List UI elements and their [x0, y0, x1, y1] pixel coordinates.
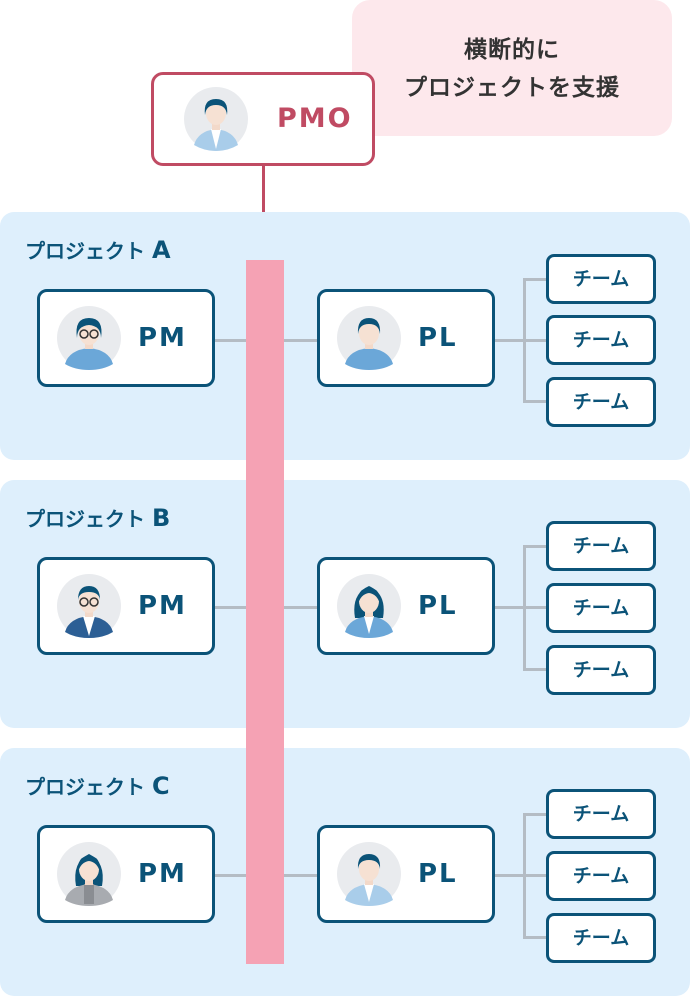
- connector-pl-teams: [494, 606, 526, 609]
- pm-label: PM: [138, 323, 187, 353]
- pm-label: PM: [138, 591, 187, 621]
- callout-line-1: 横断的に: [464, 37, 560, 63]
- pm-box: PM: [37, 557, 215, 655]
- pl-box: PL: [317, 289, 495, 387]
- connector-pl-teams: [494, 874, 526, 877]
- pl-label: PL: [418, 591, 458, 621]
- team-box: チーム: [546, 851, 656, 901]
- project-title-a: プロジェクト A: [25, 235, 171, 264]
- pl-label: PL: [418, 323, 458, 353]
- pl-avatar-icon: [337, 306, 401, 370]
- team-branch: [523, 339, 547, 342]
- pl-avatar-icon: [337, 574, 401, 638]
- team-box: チーム: [546, 789, 656, 839]
- team-branch: [523, 545, 547, 548]
- team-branch: [523, 874, 547, 877]
- project-title-prefix: プロジェクト: [25, 507, 145, 531]
- team-box: チーム: [546, 315, 656, 365]
- pmo-box: PMO: [151, 72, 375, 166]
- team-box: チーム: [546, 377, 656, 427]
- pmo-label: PMO: [277, 103, 353, 134]
- project-title-letter: C: [151, 772, 170, 800]
- team-branch: [523, 606, 547, 609]
- callout-bubble: [352, 0, 672, 136]
- pl-box: PL: [317, 557, 495, 655]
- project-title-prefix: プロジェクト: [25, 775, 145, 799]
- team-box: チーム: [546, 645, 656, 695]
- project-title-b: プロジェクト B: [25, 503, 170, 532]
- pl-avatar-icon: [337, 842, 401, 906]
- callout-text: 横断的に プロジェクトを支援: [352, 0, 672, 136]
- team-branch: [523, 668, 547, 671]
- project-title-c: プロジェクト C: [25, 771, 170, 800]
- team-box: チーム: [546, 521, 656, 571]
- team-branch: [523, 813, 547, 816]
- pmo-avatar-icon: [184, 87, 248, 151]
- pmo-support-bar: [246, 260, 284, 964]
- team-branch: [523, 936, 547, 939]
- team-branch: [523, 278, 547, 281]
- team-box: チーム: [546, 913, 656, 963]
- pm-box: PM: [37, 825, 215, 923]
- project-title-letter: B: [151, 504, 171, 532]
- pm-avatar-icon: [57, 574, 121, 638]
- pm-label: PM: [138, 859, 187, 889]
- team-box: チーム: [546, 583, 656, 633]
- pm-box: PM: [37, 289, 215, 387]
- connector-pl-teams: [494, 339, 526, 342]
- pl-label: PL: [418, 859, 458, 889]
- project-title-letter: A: [151, 236, 171, 264]
- project-title-prefix: プロジェクト: [25, 239, 145, 263]
- pm-avatar-icon: [57, 842, 121, 906]
- pmo-arrow-line: [262, 166, 265, 232]
- pm-avatar-icon: [57, 306, 121, 370]
- callout-line-2: プロジェクトを支援: [404, 75, 620, 101]
- team-branch: [523, 400, 547, 403]
- team-box: チーム: [546, 254, 656, 304]
- pl-box: PL: [317, 825, 495, 923]
